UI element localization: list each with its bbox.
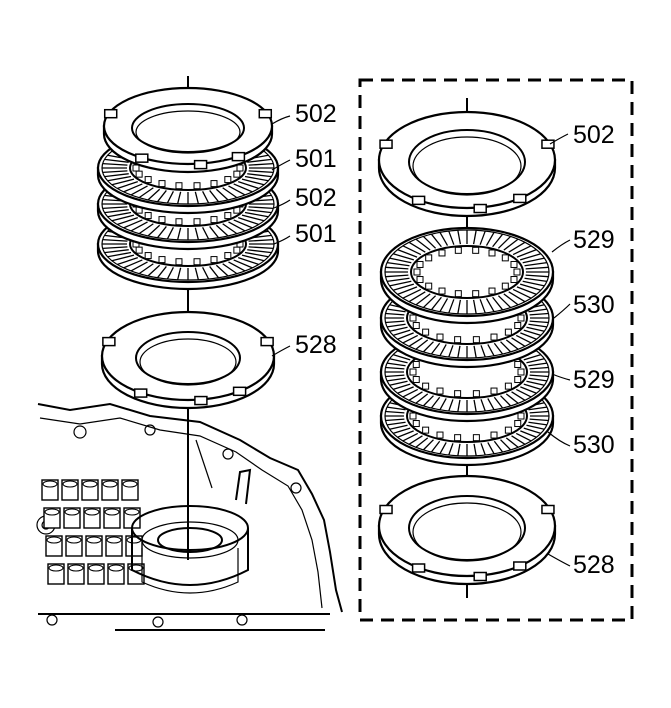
leader-lines xyxy=(271,115,571,567)
callout-501-upper-left: 501 xyxy=(295,145,337,173)
valve-body-blocks xyxy=(41,479,145,585)
callout-530-upper-right: 530 xyxy=(573,291,615,319)
callout-528-right: 528 xyxy=(573,551,615,579)
left-backing-plate-528 xyxy=(100,310,276,410)
right-backing-plate-528 xyxy=(377,474,557,586)
callout-502-right: 502 xyxy=(573,121,615,149)
callout-530-lower-right: 530 xyxy=(573,431,615,459)
left-plate-502-upper xyxy=(102,86,274,174)
callout-528-left: 528 xyxy=(295,331,337,359)
callouts-left: 502 501 502 501 528 xyxy=(295,100,337,359)
case-hub-assembly xyxy=(131,439,252,594)
left-clutch-stack xyxy=(96,76,280,560)
right-plate-502 xyxy=(377,110,557,218)
right-plate-529-upper xyxy=(379,226,555,325)
callout-529-lower-right: 529 xyxy=(573,366,615,394)
callouts-right: 502 529 530 529 530 528 xyxy=(573,121,615,579)
detail-dashed-box xyxy=(358,78,634,622)
callout-501-lower-left: 501 xyxy=(295,220,337,248)
right-clutch-stack xyxy=(358,78,634,622)
callout-502-lower-left: 502 xyxy=(295,184,337,212)
callout-529-upper-right: 529 xyxy=(573,226,615,254)
callout-502-upper-left: 502 xyxy=(295,100,337,128)
transmission-case-illustration xyxy=(36,402,343,631)
